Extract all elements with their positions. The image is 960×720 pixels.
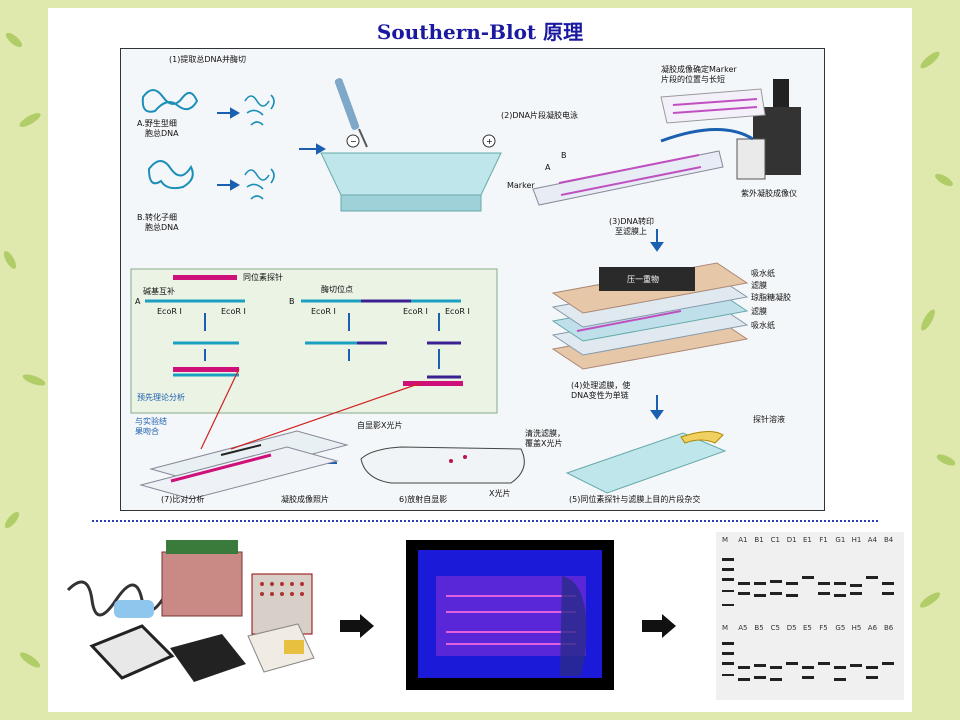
step-4-label-a: (4)处理滤膜，使 <box>571 381 631 390</box>
pipette-icon <box>334 78 368 148</box>
ecori-label-5: EcoR Ⅰ <box>445 307 470 316</box>
dotted-divider <box>92 520 878 522</box>
electrophoresis-tank: − + <box>320 134 502 212</box>
svg-text:−: − <box>350 137 357 146</box>
step-6-label: 6)放射自显影 <box>399 495 448 504</box>
lane-label: M <box>722 536 729 544</box>
match-label-b: 果吻合 <box>135 427 159 436</box>
autorad-xray-label: 自显影X光片 <box>357 421 403 430</box>
gel-imager-label: 紫外凝胶成像仪 <box>741 189 797 198</box>
lane-label: C5 <box>770 624 780 632</box>
gel-marker-label-a: 凝胶成像确定Marker <box>661 65 737 74</box>
lane-label: M <box>722 624 729 632</box>
lane-label: A6 <box>867 624 878 632</box>
lane-label: B4 <box>884 536 894 544</box>
lane-label: B5 <box>754 624 764 632</box>
wash-label-a: 清洗滤膜， <box>525 429 565 438</box>
ecori-label-1: EcoR Ⅰ <box>157 307 182 316</box>
lane-label: H5 <box>851 624 862 632</box>
match-label-a: 与实验结 <box>135 417 167 426</box>
gel-plate <box>532 150 724 206</box>
ecori-label-2: EcoR Ⅰ <box>221 307 246 316</box>
uv-imager-icon <box>660 79 801 180</box>
transfer-stack <box>551 262 749 370</box>
gel-photo-label: 凝胶成像照片 <box>281 495 329 504</box>
lane-label: A4 <box>867 536 878 544</box>
lane-label: F5 <box>819 624 828 632</box>
lane-label: D5 <box>786 624 797 632</box>
step-4-label-b: DNA变性为单链 <box>571 391 629 400</box>
lane-label: A5 <box>738 624 748 632</box>
row-b-label: B <box>289 297 295 306</box>
dna-coil-icon <box>141 89 199 190</box>
lane-labels-bottom: M A5 B5 C5 D5 E5 F5 G5 H5 A6 B6 <box>718 624 904 634</box>
slide: Southern-Blot 原理 <box>48 8 912 712</box>
uv-gel-photo <box>406 540 614 690</box>
step-1-label: (1)提取总DNA并酶切 <box>169 55 246 64</box>
lane-b-label: B <box>561 151 567 160</box>
transformant-dna-label-a: B.转化子细 <box>137 213 178 222</box>
lane-label: B6 <box>884 624 894 632</box>
lane-label: F1 <box>819 536 828 544</box>
stack-label-3: 琼脂糖凝胶 <box>751 293 791 302</box>
stack-label-1: 吸水纸 <box>751 269 775 278</box>
gel-bands <box>722 558 894 681</box>
analysis-box <box>130 268 498 414</box>
wild-dna-label-a: A.野生型细 <box>137 119 177 128</box>
lane-label: G1 <box>835 536 846 544</box>
lane-label: B1 <box>754 536 764 544</box>
lane-label: E5 <box>803 624 812 632</box>
stack-label-2: 滤膜 <box>751 281 767 290</box>
stack-label-5: 吸水纸 <box>751 321 775 330</box>
ecori-label-3: EcoR Ⅰ <box>311 307 336 316</box>
predict-label: 预先理论分析 <box>137 393 185 402</box>
xray-film-label: X光片 <box>489 489 511 498</box>
lane-label: C1 <box>770 536 780 544</box>
marker-label: Marker <box>507 181 535 190</box>
weight-label: 压一重物 <box>627 275 659 284</box>
diagram-graphics: − + <box>130 78 801 500</box>
comparison-sheets <box>139 368 422 500</box>
row-a-label: A <box>135 297 141 306</box>
svg-text:+: + <box>486 137 493 146</box>
lane-label: E1 <box>803 536 812 544</box>
blot-equipment-photo <box>66 540 315 682</box>
lane-label: D1 <box>786 536 797 544</box>
dna-fragments-icon <box>244 94 275 200</box>
lane-label: H1 <box>851 536 862 544</box>
lane-labels-top: M A1 B1 C1 D1 E1 F1 G1 H1 A4 B4 <box>718 536 904 546</box>
cut-site-label: 酶切位点 <box>321 285 353 294</box>
southern-blot-diagram: − + <box>120 48 825 511</box>
lane-a-label: A <box>545 163 551 172</box>
gel-marker-label-b: 片段的位置与长短 <box>661 75 725 84</box>
xray-film <box>360 446 525 484</box>
arrow-icon <box>217 107 327 191</box>
isotope-probe-label: 同位素探针 <box>243 273 283 282</box>
hybridization-tray <box>565 431 727 494</box>
step-7-label: (7)比对分析 <box>161 495 205 504</box>
step-3-label-a: (3)DNA转印 <box>609 217 654 226</box>
stack-label-4: 滤膜 <box>751 307 767 316</box>
wash-label-b: 覆盖X光片 <box>525 439 563 448</box>
arrow-icon <box>340 614 374 638</box>
base-pair-label: 碱基互补 <box>143 287 175 296</box>
gel-marker-sheet <box>660 88 766 124</box>
wild-dna-label-b: 胞总DNA <box>145 129 179 138</box>
gel-lanes-image: M A1 B1 C1 D1 E1 F1 G1 H1 A4 B4 M A5 B5 C5 D5 E5 F5 G5 H5 A… <box>716 532 904 700</box>
lane-label: A1 <box>738 536 748 544</box>
step-5-label: (5)同位素探针与滤膜上目的片段杂交 <box>569 495 701 504</box>
slide-title: Southern-Blot 原理 <box>376 20 584 44</box>
probe-solution-label: 探针溶液 <box>753 415 785 424</box>
lane-label: G5 <box>835 624 846 632</box>
arrow-icon <box>642 614 676 638</box>
step-3-label-b: 至滤膜上 <box>615 227 647 236</box>
step-2-label: (2)DNA片段凝胶电泳 <box>501 111 578 120</box>
ecori-label-4: EcoR Ⅰ <box>403 307 428 316</box>
transformant-dna-label-b: 胞总DNA <box>145 223 179 232</box>
